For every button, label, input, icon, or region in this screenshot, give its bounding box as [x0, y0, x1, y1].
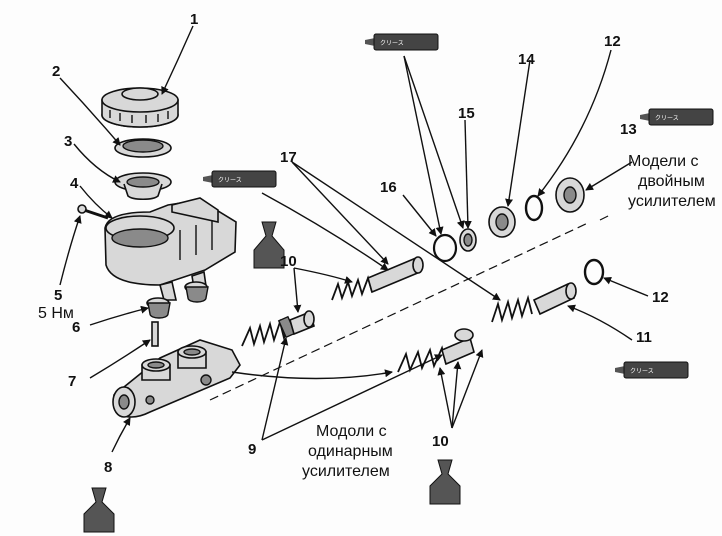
fluid-reservoir	[104, 197, 237, 301]
callout-numbers: 1 2 3 4 5 5 Нм 6 7 8 9 10 10 11 12 12 13…	[38, 11, 669, 476]
callout-17: 17	[280, 149, 297, 166]
callout-10-lower: 10	[432, 433, 449, 450]
callout-13: 13	[620, 121, 637, 138]
grease-label: クリース	[655, 115, 679, 122]
caption-single-line3: усилителем	[302, 463, 390, 480]
callout-10-upper: 10	[280, 253, 297, 270]
callout-5: 5	[54, 287, 62, 304]
grease-label: クリース	[380, 40, 404, 47]
callout-16: 16	[380, 179, 397, 196]
grease-tube-icon: クリース	[640, 108, 714, 126]
master-cylinder-body	[112, 339, 241, 418]
brake-fluid-bottle-icon	[429, 459, 461, 505]
caption-dual-booster: Модели с двойным усилителем	[628, 153, 716, 210]
cup-seal	[459, 228, 477, 252]
caption-dual-line2: двойным	[638, 173, 705, 190]
brake-fluid-bottle-icon	[83, 487, 115, 533]
callout-6: 6	[72, 319, 80, 336]
callout-11: 11	[636, 329, 652, 346]
brake-fluid-bottle-icon	[253, 221, 285, 269]
o-ring	[432, 233, 458, 263]
callout-12-right: 12	[652, 289, 669, 306]
grease-tube-icon: クリース	[615, 361, 689, 379]
caption-dual-line3: усилителем	[628, 193, 716, 210]
grease-label: クリース	[218, 177, 242, 184]
caption-single-booster: Модоли с одинарным усилителем	[302, 423, 393, 480]
callout-5-torque: 5 Нм	[38, 305, 74, 322]
diaphragm	[114, 172, 172, 201]
callout-14: 14	[518, 51, 535, 68]
retainer-plate	[555, 177, 585, 213]
callout-15: 15	[458, 105, 475, 122]
snap-ring-single	[583, 258, 605, 286]
leader-lines	[59, 25, 649, 453]
callout-7: 7	[68, 373, 76, 390]
callout-2: 2	[52, 63, 60, 80]
callout-1: 1	[190, 11, 198, 28]
callout-12-top: 12	[604, 33, 621, 50]
caption-single-line2: одинарным	[308, 443, 393, 460]
callout-9: 9	[248, 441, 256, 458]
retaining-pin	[151, 321, 159, 347]
reservoir-screw	[77, 204, 109, 220]
piston-guide	[488, 206, 516, 238]
snap-ring-dual	[524, 194, 544, 222]
caption-single-line1: Модоли с	[316, 423, 387, 440]
cap-seal	[114, 138, 172, 158]
secondary-piston-single	[331, 256, 424, 301]
piston-dual-booster	[491, 282, 577, 324]
grease-label: クリース	[630, 368, 654, 375]
callout-8: 8	[104, 459, 112, 476]
primary-piston-lower	[397, 328, 475, 373]
centerline-axis-end	[599, 214, 611, 221]
reservoir-cap	[101, 87, 179, 128]
grease-tube-icon: クリース	[203, 170, 277, 188]
reservoir-grommets	[146, 281, 209, 319]
caption-dual-line1: Модели с	[628, 153, 698, 170]
callout-4: 4	[70, 175, 79, 192]
primary-piston-single	[241, 310, 315, 348]
callout-3: 3	[64, 133, 72, 150]
grease-tube-icon: クリース	[365, 33, 439, 51]
